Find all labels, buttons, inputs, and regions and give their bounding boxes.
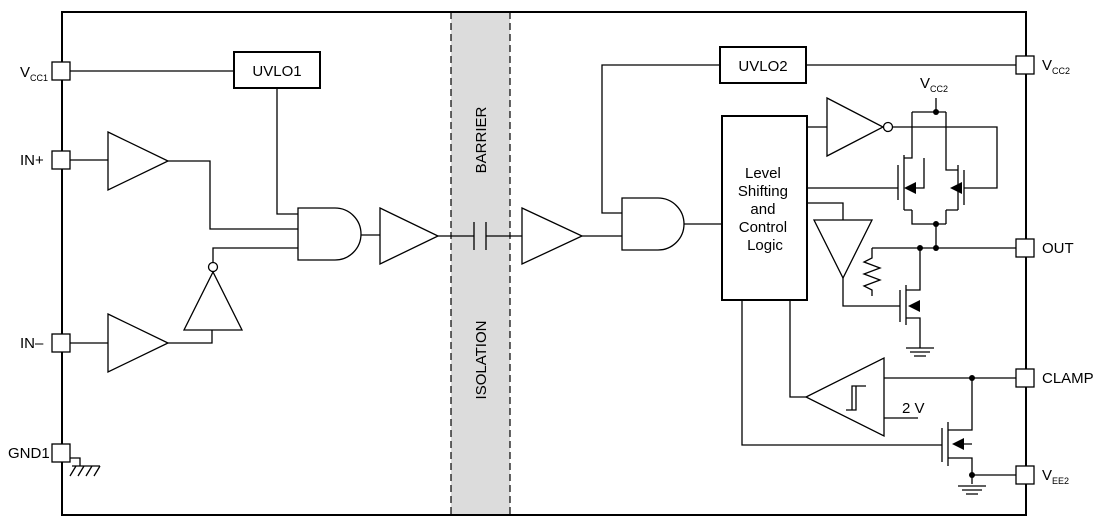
barrier-label: BARRIER <box>473 106 490 173</box>
uvlo1-out-wire <box>276 88 298 215</box>
hs-transistor-2 <box>945 112 986 224</box>
vee2-wire <box>971 474 1016 484</box>
ctrl-to-clamp <box>789 300 806 398</box>
isolation-barrier <box>451 12 510 515</box>
pin-gnd1-pad <box>51 443 71 463</box>
rx-buffer <box>521 206 584 266</box>
and-gate-output <box>621 197 685 251</box>
gate-drive-inverter <box>826 96 885 158</box>
pin-vee2-pad <box>1015 465 1035 485</box>
hs-transistor-1 <box>897 112 946 225</box>
vcc2-rail <box>912 98 946 113</box>
uvlo2-out-wire <box>601 64 720 214</box>
clamp-ref-label: 2 V <box>902 400 925 417</box>
inverter-gate <box>182 270 244 331</box>
pulldown-resistor-icon <box>862 248 882 296</box>
out-wire <box>872 224 1016 249</box>
hs-transistor-2-arrow-icon <box>950 182 962 194</box>
out-sense-buffer <box>812 219 874 280</box>
in-plus-buffer <box>107 130 170 192</box>
pin-in-minus-label: IN– <box>20 335 44 352</box>
clamp-transistor <box>941 378 973 475</box>
uvlo1-label: UVLO1 <box>252 63 301 80</box>
vee2-ground-icon <box>958 485 986 495</box>
package-outline <box>61 11 1027 516</box>
ctrl-to-sense-buffer <box>807 202 844 220</box>
inverter-to-pmos <box>893 126 998 189</box>
vcc2-rail-label: VCC2 <box>920 75 948 94</box>
uvlo2-label: UVLO2 <box>738 58 787 75</box>
pin-clamp-label: CLAMP <box>1042 370 1094 387</box>
ls-pulldown-transistor <box>899 248 921 340</box>
vcc2-rail-node <box>933 109 939 115</box>
pin-vee2-label: VEE2 <box>1042 467 1069 486</box>
isolation-label: ISOLATION <box>473 321 490 400</box>
uvlo2-block <box>719 46 807 84</box>
inverter-bubble <box>207 261 219 273</box>
control-logic-block <box>721 115 808 301</box>
pin-in-plus-pad <box>51 150 71 170</box>
out-node-1 <box>933 221 939 227</box>
pin-clamp-pad <box>1015 368 1035 388</box>
schmitt-trigger-icon <box>846 385 866 411</box>
clamp-transistor-arrow-icon <box>952 438 964 450</box>
pin-vcc1-label: VCC1 <box>20 64 48 83</box>
ls-pulldown-arrow-icon <box>908 300 920 312</box>
control-logic-label: Level Shifting and Control Logic <box>738 165 792 254</box>
pin-vcc1-pad <box>51 61 71 81</box>
hs-transistor-1-body <box>916 158 925 189</box>
vee2-node <box>969 472 975 478</box>
pin-in-minus-pad <box>51 333 71 353</box>
clamp-comparator <box>804 356 885 438</box>
pin-vcc2-pad <box>1015 55 1035 75</box>
gnd1-ground-icon <box>69 457 101 477</box>
sense-buffer-out <box>842 278 900 307</box>
in-plus-buffer-out <box>168 160 298 230</box>
pin-out-pad <box>1015 238 1035 258</box>
pin-gnd1-label: GND1 <box>8 445 50 462</box>
ls-pulldown-ground-icon <box>906 340 934 357</box>
in-minus-buffer-out <box>168 330 213 344</box>
in-minus-buffer <box>107 312 170 374</box>
gate-drive-inverter-bubble <box>882 121 894 133</box>
tx-buffer <box>379 206 440 266</box>
pin-vcc2-label: VCC2 <box>1042 57 1070 76</box>
out-node-2 <box>933 245 939 251</box>
pin-out-label: OUT <box>1042 240 1074 257</box>
and-gate-input <box>297 207 362 261</box>
inverter-out-wire <box>212 247 298 262</box>
pin-in-plus-label: IN+ <box>20 152 44 169</box>
hs-transistor-1-arrow-icon <box>904 182 916 194</box>
ctrl-to-clamp-transistor <box>741 300 942 446</box>
